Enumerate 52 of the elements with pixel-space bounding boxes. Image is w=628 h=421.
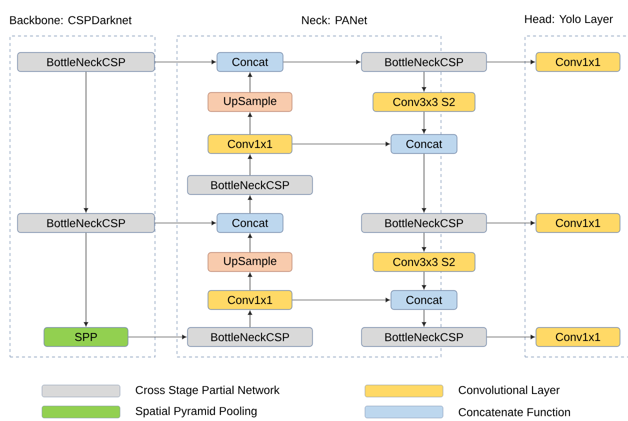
- group-title: Neck: PANet: [302, 16, 368, 24]
- layer-box: SPP: [44, 327, 128, 347]
- arrow: [292, 298, 390, 302]
- legend-text: Cross Stage Partial Network: [136, 386, 280, 396]
- layer-box: Concat: [216, 213, 284, 233]
- group-title: Head: Yolo Layer: [525, 14, 613, 26]
- layer-box: Conv3x3 S2: [372, 92, 476, 112]
- arrow: [84, 72, 88, 212]
- layer-box: BottleNeckCSP: [361, 327, 487, 347]
- arrow: [422, 272, 426, 290]
- layer-box: Conv1x1: [208, 134, 292, 154]
- arrow: [128, 334, 186, 340]
- legend-text: Spatial Pyramid Pooling: [136, 406, 257, 418]
- layer-box: Conv1x1: [536, 52, 620, 72]
- arrow: [486, 334, 535, 340]
- layer-box: Conv3x3 S2: [372, 252, 476, 272]
- layer-box: Conv1x1: [208, 290, 292, 310]
- layer-box: Conv1x1: [536, 327, 620, 347]
- arrow: [422, 232, 426, 252]
- arrow: [248, 112, 252, 134]
- arrow: [486, 60, 535, 64]
- arrow: [248, 154, 252, 176]
- arrow: [248, 72, 252, 92]
- arrow: [422, 72, 426, 92]
- layer-box: BottleNeckCSP: [17, 52, 155, 72]
- group-title: Backbone: CSPDarknet: [10, 16, 132, 24]
- arrow: [84, 232, 88, 326]
- legend-text: Concatenate Function: [458, 408, 570, 416]
- layer-box: BottleNeckCSP: [187, 175, 313, 195]
- layer-box: Conv1x1: [536, 213, 620, 233]
- layer-box: Concat: [216, 52, 284, 72]
- layer-box: Concat: [390, 290, 458, 310]
- arrow: [422, 112, 426, 134]
- arrow: [248, 196, 252, 214]
- layer-box: BottleNeckCSP: [361, 52, 487, 72]
- arrow: [154, 220, 216, 226]
- arrow: [283, 60, 360, 64]
- layer-box: Concat: [390, 134, 458, 154]
- legend-text: Convolutional Layer: [458, 386, 560, 396]
- arrow: [154, 60, 216, 64]
- arrow: [422, 310, 426, 326]
- arrow: [248, 310, 252, 328]
- arrow: [486, 220, 535, 226]
- layer-box: BottleNeckCSP: [361, 213, 487, 233]
- arrow: [248, 234, 252, 252]
- layer-box: BottleNeckCSP: [187, 327, 313, 347]
- arrow: [292, 142, 390, 146]
- layer-box: UpSample: [208, 92, 292, 112]
- arrow: [422, 154, 426, 212]
- arrow: [248, 272, 252, 290]
- layer-box: UpSample: [208, 252, 292, 272]
- layer-box: BottleNeckCSP: [17, 213, 155, 233]
